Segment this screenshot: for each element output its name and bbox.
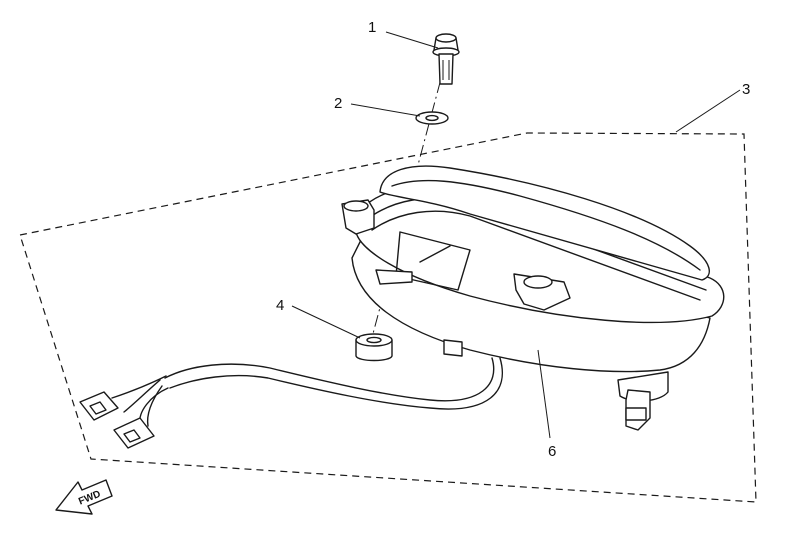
connector-upper: [79, 391, 119, 421]
callout-6: 6: [548, 443, 556, 460]
callout-3: 3: [742, 81, 750, 98]
meter-housing: [341, 165, 725, 431]
grommet-icon: [355, 333, 393, 362]
leader-2: [350, 103, 421, 117]
assembly-boundary: [19, 132, 757, 503]
connector-lower: [113, 417, 155, 449]
leader-4: [291, 305, 361, 339]
leader-1: [385, 31, 439, 49]
callout-1: 1: [368, 19, 376, 36]
callout-4: 4: [276, 297, 284, 314]
callout-2: 2: [334, 95, 342, 112]
forward-arrow-icon: FWD: [55, 479, 113, 515]
bolt-icon: [432, 33, 460, 85]
washer-icon: [415, 111, 449, 125]
wire-harness: [111, 357, 504, 427]
leader-6: [537, 349, 551, 439]
leader-3: [675, 89, 741, 133]
